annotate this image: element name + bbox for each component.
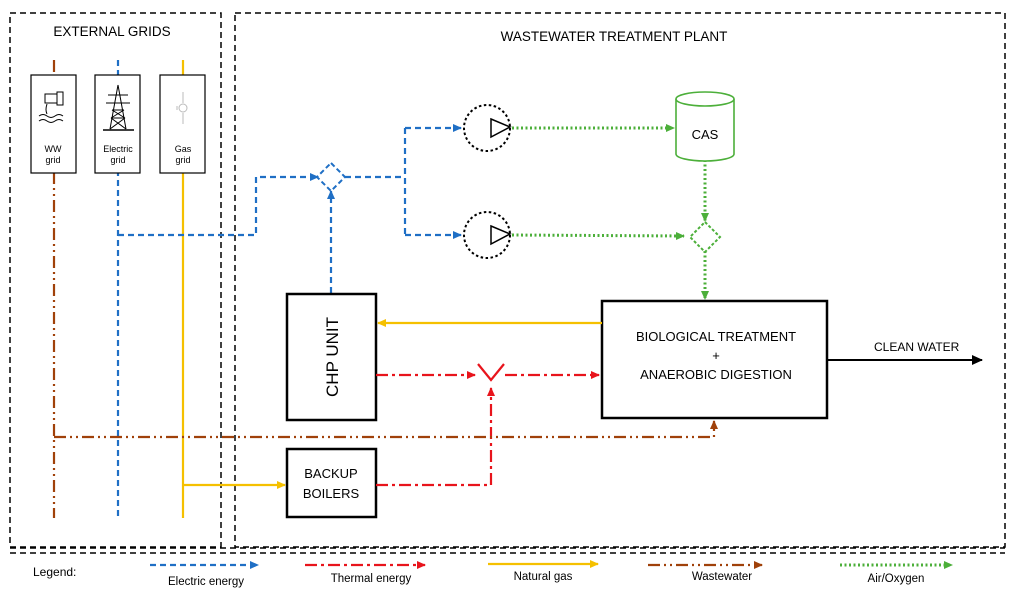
- biological-treatment-box: [600, 299, 829, 420]
- cas-top: [675, 91, 735, 107]
- legend-label-thermal: Thermal energy: [331, 573, 412, 585]
- node-to-branch: [345, 128, 407, 235]
- biological-treatment-label-3: ANAEROBIC DIGESTION: [640, 367, 792, 382]
- air-flows: [511, 124, 709, 300]
- ww-grid: WW grid: [30, 74, 77, 174]
- blower-top-circle: [463, 104, 511, 152]
- chp-unit-label: CHP UNIT: [323, 317, 342, 397]
- power-pylon-icon: [103, 84, 134, 131]
- chp-unit: CHP UNIT: [285, 292, 378, 422]
- blower-top-icon: [490, 117, 512, 139]
- external-grids-border: [9, 12, 222, 548]
- thermal-flows: [376, 371, 600, 487]
- cas-body: [675, 99, 735, 162]
- backup-boilers-label-1: BACKUP: [304, 466, 357, 481]
- legend-title: Legend:: [33, 565, 76, 579]
- wastewater-to-biological: [54, 420, 718, 439]
- backup-boilers-label-2: BOILERS: [303, 486, 360, 501]
- ww-grid-box: [30, 74, 77, 174]
- air-junction-node: [688, 220, 722, 254]
- blower-bottom-icon: [490, 224, 512, 246]
- legend-label-air: Air/Oxygen: [868, 573, 925, 585]
- electric-flows: [118, 124, 462, 293]
- plant-title: WASTEWATER TREATMENT PLANT: [501, 29, 728, 44]
- electric-grid-label-2: grid: [110, 155, 125, 165]
- backup-boilers-box: [285, 447, 378, 519]
- gas-grid: Gas grid: [159, 74, 206, 174]
- biological-treatment-label-2: +: [712, 348, 720, 363]
- clean-water-label: CLEAN WATER: [874, 340, 960, 354]
- electric-grid-label-1: Electric: [103, 144, 133, 154]
- biological-treatment: BIOLOGICAL TREATMENT + ANAEROBIC DIGESTI…: [600, 299, 829, 420]
- gas-valve-icon: [176, 92, 188, 124]
- thermal-mixer-valve: [477, 363, 505, 382]
- electric-grid-to-node: [118, 173, 319, 237]
- wastewater-pipe-icon: [38, 91, 64, 123]
- blower-top: [463, 104, 512, 152]
- blower-bottom: [463, 211, 512, 259]
- ww-grid-label-2: grid: [45, 155, 60, 165]
- section-borders: [9, 12, 1006, 554]
- external-grids-title: EXTERNAL GRIDS: [53, 24, 170, 39]
- legend: Legend: Electric energy Thermal energy N…: [33, 560, 953, 588]
- plant-border: [234, 12, 1006, 548]
- blower-bottom-to-node: [511, 231, 685, 240]
- legend-label-gas: Natural gas: [514, 571, 573, 583]
- gas-grid-label-2: grid: [175, 155, 190, 165]
- cas-tank: CAS: [675, 91, 735, 162]
- gas-grid-box: [159, 74, 206, 174]
- electric-grid: Electric grid: [94, 74, 141, 174]
- backup-boilers: BACKUP BOILERS: [285, 447, 378, 519]
- gas-grid-label-1: Gas: [175, 144, 192, 154]
- chp-unit-box: [285, 292, 378, 422]
- gas-flows: [183, 319, 602, 489]
- electric-junction-node: [315, 161, 347, 193]
- legend-label-wastewater: Wastewater: [692, 571, 752, 583]
- biological-treatment-label-1: BIOLOGICAL TREATMENT: [636, 329, 796, 344]
- ww-grid-label-1: WW: [45, 144, 62, 154]
- blower-bottom-circle: [463, 211, 511, 259]
- boilers-to-mixer: [376, 387, 495, 487]
- legend-label-electric: Electric energy: [168, 576, 244, 588]
- cas-label: CAS: [692, 127, 719, 142]
